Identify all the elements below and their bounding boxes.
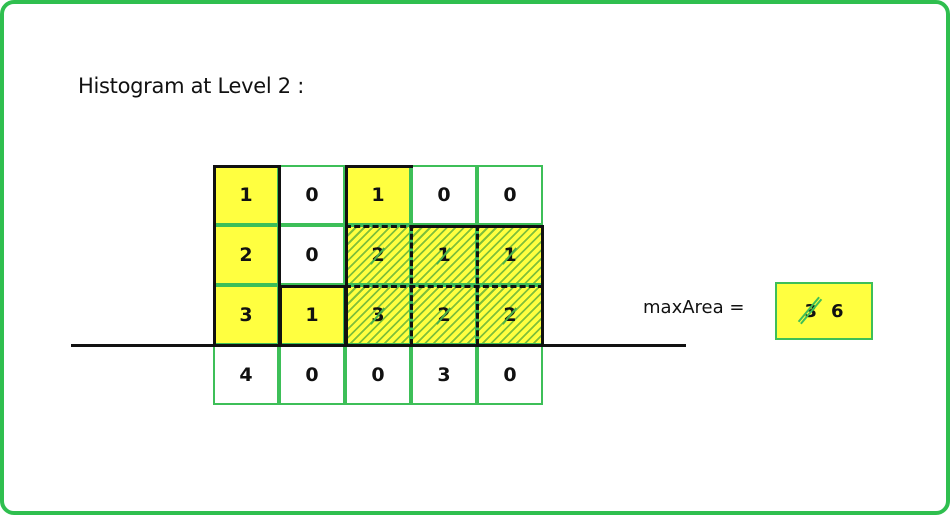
grid-cell-r2-c3: 2	[345, 225, 411, 285]
cell-value: 0	[503, 184, 517, 206]
cell-value: 0	[305, 184, 319, 206]
cell-value: 2	[503, 304, 517, 326]
cell-value: 2	[437, 304, 451, 326]
cell-value: 2	[371, 244, 385, 266]
cell-value: 0	[305, 364, 319, 386]
diagram-title: Histogram at Level 2 :	[78, 74, 305, 98]
max-rect-middle-edge	[345, 285, 544, 288]
grid-cell-r1-c2: 0	[279, 165, 345, 225]
cell-value: 3	[371, 304, 385, 326]
grid-cell-r3-c5: 2	[477, 285, 543, 345]
max-area-box: 3 6	[775, 282, 873, 340]
grid-cell-r4-c4: 3	[411, 345, 477, 405]
grid-cell-r3-c2: 1	[279, 285, 345, 345]
max-area-old-value: 3	[798, 296, 823, 325]
cell-value: 1	[305, 304, 319, 326]
cell-value: 3	[239, 304, 253, 326]
grid-cell-r3-c3: 3	[345, 285, 411, 345]
grid-cell-r3-c1: 3	[213, 285, 279, 345]
max-rect-divider-1	[410, 225, 413, 345]
grid-cell-r1-c3: 1	[345, 165, 411, 225]
grid-cell-r4-c5: 0	[477, 345, 543, 405]
grid-cell-r1-c4: 0	[411, 165, 477, 225]
max-area-label: maxArea =	[643, 297, 745, 318]
max-area-new-value: 6	[831, 300, 844, 322]
grid-cell-r4-c2: 0	[279, 345, 345, 405]
grid-cell-r1-c5: 0	[477, 165, 543, 225]
max-rect-divider-2	[476, 225, 479, 345]
max-area-old-text: 3	[804, 300, 817, 322]
grid-cell-r3-c4: 2	[411, 285, 477, 345]
grid-cell-r2-c2: 0	[279, 225, 345, 285]
cell-value: 1	[239, 184, 253, 206]
grid-cell-r2-c4: 1	[411, 225, 477, 285]
grid-cell-r2-c1: 2	[213, 225, 279, 285]
cell-value: 2	[239, 244, 253, 266]
cell-value: 0	[503, 364, 517, 386]
cell-value: 3	[437, 364, 451, 386]
grid-cell-r4-c3: 0	[345, 345, 411, 405]
cell-value: 0	[437, 184, 451, 206]
histogram-baseline	[71, 344, 686, 347]
cell-value: 1	[371, 184, 385, 206]
cell-value: 0	[305, 244, 319, 266]
cell-value: 1	[437, 244, 451, 266]
grid-cell-r4-c1: 4	[213, 345, 279, 405]
grid-cell-r1-c1: 1	[213, 165, 279, 225]
cell-value: 4	[239, 364, 253, 386]
cell-value: 0	[371, 364, 385, 386]
grid-cell-r2-c5: 1	[477, 225, 543, 285]
cell-value: 1	[503, 244, 517, 266]
max-rect-top-edge	[345, 225, 544, 228]
